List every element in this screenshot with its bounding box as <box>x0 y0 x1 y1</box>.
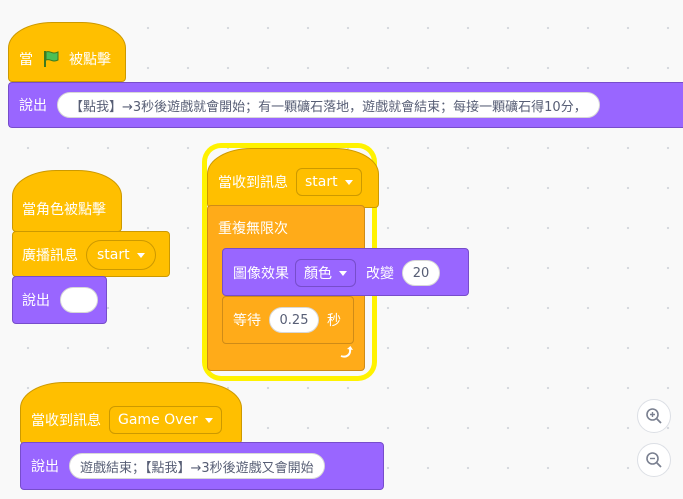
broadcast-message-dropdown[interactable]: start <box>86 240 156 270</box>
hat-label: 當收到訊息 <box>218 175 288 191</box>
hat-prefix-label: 當 <box>19 52 33 68</box>
hat-suffix-label: 被點擊 <box>69 52 111 68</box>
change-label: 改變 <box>366 266 394 282</box>
say-label: 說出 <box>19 98 47 114</box>
hat-label: 當收到訊息 <box>31 413 101 429</box>
say-text-input[interactable]: 遊戲結束；【點我】→3秒後遊戲又會開始 <box>69 453 325 479</box>
change-effect-block[interactable]: 圖像效果 顏色 改變 20 <box>222 248 469 296</box>
chevron-down-icon <box>339 270 347 276</box>
when-receive-gameover-block[interactable]: 當收到訊息 Game Over <box>20 382 242 444</box>
loop-arrow-icon <box>338 344 354 364</box>
say-label: 說出 <box>22 293 50 309</box>
say-block[interactable]: 說出 【點我】→3秒後遊戲就會開始；有一顆礦石落地，遊戲就會結束；每接一顆礦石得… <box>8 82 683 128</box>
forever-label: 重複無限次 <box>218 221 288 237</box>
when-sprite-clicked-block[interactable]: 當角色被點擊 <box>12 170 122 232</box>
wait-block[interactable]: 等待 0.25 秒 <box>222 296 354 344</box>
zoom-out-button[interactable] <box>637 443 671 477</box>
zoom-out-icon <box>645 451 663 469</box>
message-value: Game Over <box>118 412 198 428</box>
say-label: 說出 <box>31 459 59 475</box>
effect-dropdown[interactable]: 顏色 <box>295 259 356 287</box>
zoom-in-icon <box>645 407 663 425</box>
when-receive-start-block[interactable]: 當收到訊息 start <box>207 148 379 208</box>
chevron-down-icon <box>344 179 353 185</box>
change-value-input[interactable]: 20 <box>402 260 440 286</box>
say-block[interactable]: 說出 遊戲結束；【點我】→3秒後遊戲又會開始 <box>20 442 384 490</box>
message-dropdown[interactable]: start <box>296 168 362 196</box>
broadcast-block[interactable]: 廣播訊息 start <box>12 231 170 277</box>
effect-value: 顏色 <box>304 266 332 282</box>
chevron-down-icon <box>136 252 145 258</box>
message-dropdown[interactable]: Game Over <box>109 406 222 434</box>
zoom-in-button[interactable] <box>637 399 671 433</box>
chevron-down-icon <box>204 417 213 423</box>
broadcast-value: start <box>97 247 130 263</box>
wait-seconds-input[interactable]: 0.25 <box>269 307 319 333</box>
say-block[interactable]: 說出 <box>12 276 107 324</box>
wait-label: 等待 <box>233 313 261 329</box>
when-flag-clicked-block[interactable]: 當 被點擊 <box>8 22 126 82</box>
broadcast-label: 廣播訊息 <box>22 248 78 264</box>
wait-unit-label: 秒 <box>327 313 341 329</box>
green-flag-icon <box>41 49 61 69</box>
say-text-input[interactable] <box>60 287 98 313</box>
effect-label: 圖像效果 <box>233 266 289 282</box>
say-text-input[interactable]: 【點我】→3秒後遊戲就會開始；有一顆礦石落地，遊戲就會結束；每接一顆礦石得10分… <box>57 92 600 118</box>
message-value: start <box>305 174 338 190</box>
hat-label: 當角色被點擊 <box>22 202 106 218</box>
